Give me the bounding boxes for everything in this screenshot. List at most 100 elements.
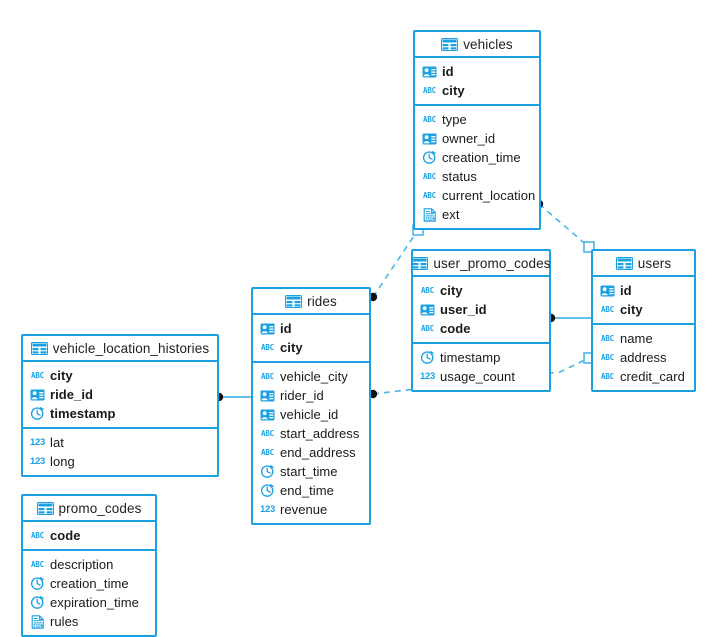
clock-icon — [260, 483, 275, 498]
table-title: vehicles — [463, 36, 513, 52]
abc-text-icon: ABC — [421, 323, 434, 333]
svg-text:JSON: JSON — [32, 623, 43, 629]
table-title: user_promo_codes — [433, 255, 551, 271]
field-label: id — [280, 321, 292, 336]
abc-text-icon: ABC — [261, 371, 274, 381]
id-card-icon — [420, 302, 435, 317]
field-row[interactable]: creation_time — [415, 148, 539, 167]
field-row[interactable]: vehicle_id — [253, 405, 369, 424]
field-row[interactable]: JSON rules — [23, 612, 155, 631]
field-label: type — [442, 112, 467, 127]
table-header-vehicle_location_histories[interactable]: vehicle_location_histories — [23, 336, 217, 362]
123-number-icon: 123 — [420, 370, 435, 382]
field-label: lat — [50, 435, 64, 450]
field-label: rules — [50, 614, 79, 629]
field-row[interactable]: creation_time — [23, 574, 155, 593]
table-header-promo_codes[interactable]: promo_codes — [23, 496, 155, 522]
field-label: city — [280, 340, 303, 355]
field-row[interactable]: timestamp — [23, 404, 217, 423]
field-label: expiration_time — [50, 595, 139, 610]
clock-icon — [422, 150, 437, 165]
field-label: vehicle_city — [280, 369, 348, 384]
field-label: ride_id — [50, 387, 93, 402]
table-grid-icon — [285, 294, 303, 308]
field-row[interactable]: id — [253, 319, 369, 338]
table-header-user_promo_codes[interactable]: user_promo_codes — [411, 251, 551, 277]
field-row[interactable]: expiration_time — [23, 593, 155, 612]
table-title: vehicle_location_histories — [52, 340, 210, 356]
field-row[interactable]: id — [415, 62, 539, 81]
table-header-vehicles[interactable]: vehicles — [415, 32, 539, 58]
field-label: current_location — [442, 188, 536, 203]
id-card-icon — [600, 283, 615, 298]
field-label: end_time — [280, 483, 334, 498]
id-card-icon — [260, 321, 275, 336]
field-label: creation_time — [50, 576, 129, 591]
field-row[interactable]: id — [593, 281, 694, 300]
abc-text-icon: ABC — [423, 190, 436, 200]
field-label: name — [620, 331, 653, 346]
field-row[interactable]: ride_id — [23, 385, 217, 404]
table-header-users[interactable]: users — [593, 251, 694, 277]
field-row[interactable]: owner_id — [415, 129, 539, 148]
field-row[interactable]: user_id — [413, 300, 549, 319]
field-row[interactable]: ABC vehicle_city — [253, 367, 369, 386]
field-row[interactable]: timestamp — [413, 348, 549, 367]
abc-text-icon: ABC — [31, 370, 44, 380]
field-label: creation_time — [442, 150, 521, 165]
field-row[interactable]: rider_id — [253, 386, 369, 405]
clock-icon — [30, 406, 45, 421]
table-grid-icon — [615, 256, 633, 270]
field-row[interactable]: ABC current_location — [415, 186, 539, 205]
id-card-icon — [422, 64, 437, 79]
abc-text-icon: ABC — [261, 428, 274, 438]
abc-text-icon: ABC — [601, 352, 614, 362]
abc-text-icon: ABC — [423, 85, 436, 95]
field-label: start_time — [280, 464, 338, 479]
abc-text-icon: ABC — [31, 530, 44, 540]
relationship-vlh-to-rides — [214, 392, 251, 402]
field-label: city — [620, 302, 643, 317]
table-header-rides[interactable]: rides — [253, 289, 369, 315]
field-label: city — [440, 283, 463, 298]
relationship-user_promo_codes-to-users — [546, 313, 591, 323]
123-number-icon: 123 — [30, 455, 45, 467]
field-label: credit_card — [620, 369, 685, 384]
field-row[interactable]: end_time — [253, 481, 369, 500]
field-row[interactable]: start_time — [253, 462, 369, 481]
